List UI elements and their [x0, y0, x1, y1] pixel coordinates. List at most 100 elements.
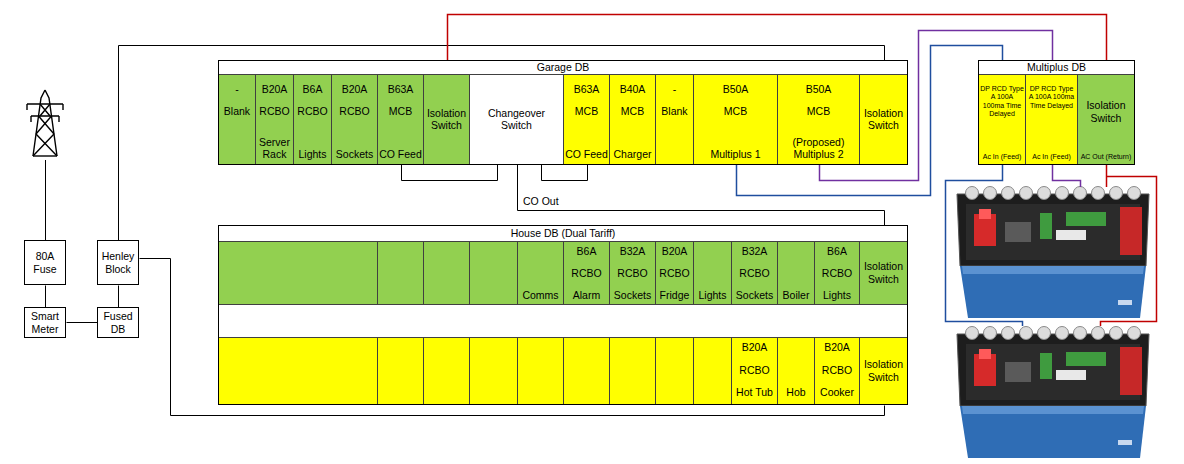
breaker-cell: DP RCD Type A 100A 100ma Time DelayedAc … — [1026, 75, 1078, 164]
cell-label: Alarm — [564, 289, 609, 302]
cell-label: RCBO — [656, 267, 693, 280]
inverter-wire — [1101, 165, 1157, 326]
empty-way — [564, 337, 610, 404]
board-title: House DB (Dual Tariff) — [219, 226, 907, 242]
distribution-board: Garage DB-BlankB20ARCBOServer RackB6ARCB… — [218, 60, 908, 165]
cell-label: Comms — [518, 289, 563, 302]
cell-label: Boiler — [778, 289, 814, 302]
empty-way — [219, 337, 378, 404]
switch-cell: Changeover Switch — [470, 75, 564, 164]
cell-label: - — [219, 83, 255, 96]
cell-label: - — [656, 83, 693, 96]
breaker-cell: B40AMCBCharger — [610, 75, 656, 164]
cell-label: RCBO — [815, 267, 859, 280]
wire — [542, 165, 588, 181]
cell-label: (Proposed) Multiplus 2 — [778, 136, 859, 161]
empty-way — [378, 242, 424, 305]
cell-label: CO Feed — [564, 148, 609, 161]
empty-way — [378, 337, 424, 404]
pylon-icon — [33, 90, 57, 156]
pylon-icon — [27, 90, 63, 156]
breaker-cell: B63AMCBCO Feed — [564, 75, 610, 164]
cell-label: Isolation Switch — [860, 260, 907, 285]
cell-label: Ac In (Feed) — [979, 153, 1025, 161]
empty-way — [219, 242, 378, 305]
cell-label: Sockets — [732, 289, 777, 302]
cell-label: B63A — [378, 83, 423, 96]
pylon-icon — [33, 155, 57, 156]
inverter-wire — [1053, 165, 1081, 187]
cell-label: 80A Fuse — [25, 250, 65, 275]
cell-label: Charger — [610, 148, 655, 161]
cell-label: B50A — [694, 83, 777, 96]
pylon-icon — [27, 104, 63, 122]
breaker-cell: Isolation Switch AC Out (Return) — [1078, 75, 1134, 164]
cell-label: Henley Block — [98, 250, 138, 275]
cell-label: RCBO — [564, 267, 609, 280]
cell-label: RCBO — [815, 364, 859, 377]
cell-label: DP RCD Type A 100A 100ma Time Delayed — [979, 85, 1025, 119]
breaker-cell: Comms — [518, 242, 564, 305]
cell-label: Lights — [294, 148, 331, 161]
breaker-cell: B32ARCBOSockets — [610, 242, 656, 305]
cell-label: Lights — [694, 289, 731, 302]
breaker-cell: B20ARCBOFridge — [656, 242, 694, 305]
cell-label: B32A — [732, 245, 777, 258]
breaker-cell: B6A RCBO Lights — [815, 242, 860, 305]
board-title: Garage DB — [219, 61, 907, 75]
cell-label: Server Rack — [256, 136, 293, 161]
inverter-photo — [957, 187, 1149, 319]
empty-way — [470, 337, 518, 404]
breaker-cell: B6ARCBOAlarm — [564, 242, 610, 305]
cell-label: Isolation Switch — [860, 107, 907, 132]
cell-label: Fused DB — [98, 310, 138, 335]
cell-label: Lights — [815, 289, 859, 302]
cell-label: RCBO — [294, 105, 331, 118]
cell-label: AC Out (Return) — [1078, 153, 1134, 161]
switch-cell: Isolation Switch — [860, 242, 907, 305]
board-title: Multiplus DB — [979, 61, 1134, 75]
cell-label: Hob — [778, 386, 814, 399]
cell-label: Blank — [219, 105, 255, 118]
cell-label: CO Feed — [378, 148, 423, 161]
breaker-cell: B50AMCB(Proposed) Multiplus 2 — [778, 75, 860, 164]
switch-cell: Isolation Switch — [860, 337, 907, 404]
cell-label: B20A — [256, 83, 293, 96]
cell-label: B6A — [815, 245, 859, 258]
wire — [448, 15, 1107, 61]
supply-line — [45, 160, 46, 240]
empty-way — [694, 337, 732, 404]
cell-label: B50A — [778, 83, 859, 96]
cell-label: RCBO — [256, 105, 293, 118]
cell-label: RCBO — [610, 267, 655, 280]
cell-label: B32A — [610, 245, 655, 258]
grid-line — [219, 242, 518, 305]
cell-label: Fridge — [656, 289, 693, 302]
breaker-cell: DP RCD Type A 100A 100ma Time Delayed Ac … — [979, 75, 1026, 164]
breaker-cell: - Blank — [219, 75, 256, 164]
breaker-cell: Lights — [694, 242, 732, 305]
wire — [45, 286, 46, 308]
cell-label: B20A — [332, 83, 377, 96]
cell-label: RCBO — [332, 105, 377, 118]
switch-cell: Isolation Switch — [860, 75, 907, 164]
cell-label: Sockets — [332, 148, 377, 161]
cell-label: Smart Meter — [25, 310, 65, 335]
cell-label: RCBO — [732, 364, 777, 377]
cell-label: DP RCD Type A 100A 100ma Time Delayed — [1026, 85, 1077, 110]
breaker-cell: B6ARCBOLights — [294, 75, 332, 164]
cell-label: B20A — [732, 341, 777, 354]
wire-label: CO Out — [522, 195, 560, 208]
breaker-cell: - Blank — [656, 75, 694, 164]
breaker-cell: B20A RCBO Server Rack — [256, 75, 294, 164]
cell-label: MCB — [564, 105, 609, 118]
breaker-cell: B20ARCBOCooker — [815, 337, 860, 404]
empty-way — [219, 242, 732, 404]
inverter-photo — [957, 327, 1149, 459]
breaker-cell: B63AMCBCO Feed — [378, 75, 424, 164]
cell-label: Isolation Switch — [1078, 99, 1134, 124]
cell-label: Blank — [656, 105, 693, 118]
cell-label: B20A — [815, 341, 859, 354]
